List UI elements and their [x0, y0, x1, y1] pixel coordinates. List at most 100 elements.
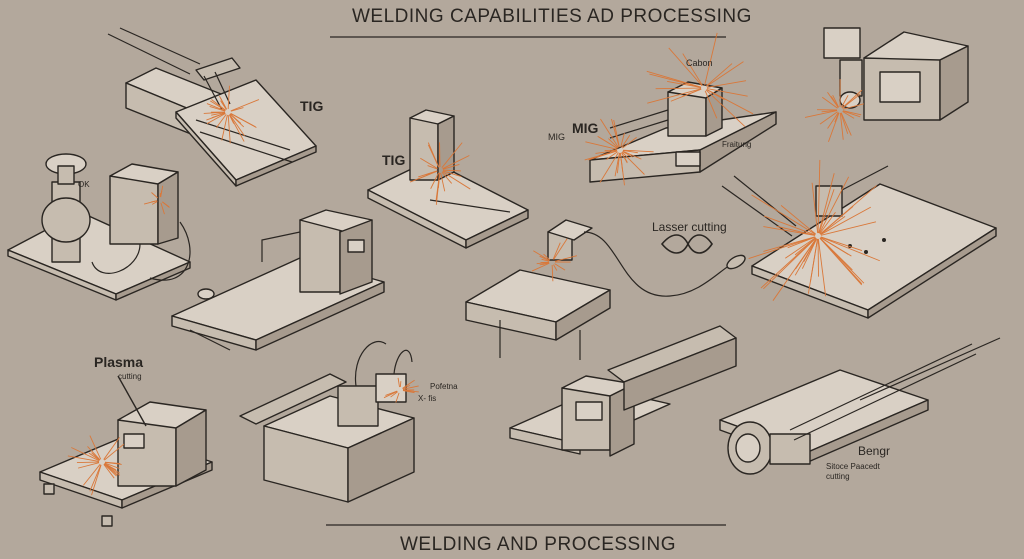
- spark-line: [785, 237, 816, 259]
- spark-line: [442, 170, 462, 177]
- spark-line: [230, 113, 257, 128]
- spark-line: [763, 236, 816, 252]
- spark-line: [442, 155, 470, 170]
- spark-line: [622, 150, 642, 160]
- spark-line: [427, 142, 440, 168]
- label-plasma: Plasma: [94, 354, 144, 370]
- spark-line: [206, 103, 226, 112]
- spark-line: [706, 80, 747, 88]
- spark-line: [763, 237, 817, 290]
- spark-line: [103, 437, 120, 460]
- spark-line: [621, 152, 628, 163]
- spark-line: [151, 201, 158, 205]
- spark-line: [104, 463, 117, 471]
- spark-line: [91, 452, 101, 461]
- spark-line: [842, 110, 861, 118]
- spark-line: [383, 390, 398, 399]
- spark-line: [87, 446, 101, 461]
- tig-small-station: [367, 109, 529, 249]
- spark-line: [820, 236, 880, 262]
- spark-line: [751, 194, 816, 235]
- spark-line: [402, 385, 419, 390]
- spark-line: [621, 134, 631, 148]
- spark-line: [230, 99, 260, 112]
- spark-line: [655, 87, 702, 90]
- spark-line: [585, 141, 618, 150]
- spark-line: [705, 89, 746, 127]
- spark-line: [229, 114, 245, 142]
- spark-line: [622, 149, 654, 153]
- label-tig-mid: TIG: [382, 152, 406, 168]
- spark-line: [827, 112, 839, 129]
- spark-line: [442, 163, 460, 170]
- spark-line: [605, 151, 618, 160]
- spark-line: [763, 226, 816, 236]
- spark-line: [211, 112, 226, 119]
- spark-line: [616, 152, 621, 174]
- spark-line: [151, 192, 159, 199]
- spark-line: [667, 80, 702, 88]
- spark-line: [595, 149, 618, 154]
- spark-line: [162, 201, 170, 208]
- ok-welding-machine: [7, 153, 191, 301]
- spark-line: [622, 136, 637, 149]
- spark-line: [600, 118, 619, 148]
- spark-line: [230, 107, 244, 112]
- spark-line: [531, 262, 550, 272]
- spark-line: [420, 157, 438, 169]
- label-pofetna: Pofetna: [430, 382, 458, 391]
- spark-line: [435, 172, 441, 205]
- spark-line: [77, 462, 100, 469]
- spark-line: [427, 165, 438, 170]
- spark-line: [89, 435, 102, 460]
- label-sitoce-line1: Sitoce Paacedt: [826, 462, 880, 471]
- spark-line: [552, 242, 561, 260]
- spark-line: [776, 225, 816, 236]
- spark-line: [211, 112, 226, 116]
- spark-line: [597, 135, 618, 149]
- spark-line: [103, 464, 115, 479]
- spark-line: [706, 61, 744, 87]
- laser-cutting-table: [721, 165, 997, 319]
- spark-line: [614, 152, 620, 177]
- spark-line: [794, 238, 817, 276]
- spark-line: [599, 152, 619, 183]
- spark-line: [817, 159, 821, 234]
- spark-bursts: [67, 32, 880, 496]
- spark-line: [210, 100, 226, 111]
- spark-line: [842, 93, 861, 109]
- spark-line: [820, 206, 872, 235]
- spark-line: [541, 258, 550, 262]
- spark-line: [622, 151, 633, 158]
- spark-line: [554, 255, 578, 262]
- infinity-icon: [660, 234, 713, 254]
- spark-line: [229, 113, 245, 128]
- spark-line: [842, 103, 864, 110]
- spark-line: [704, 90, 718, 119]
- spark-line: [390, 391, 398, 398]
- pofetna-processing-machine: [239, 341, 415, 503]
- spark-line: [819, 237, 863, 285]
- spark-line: [772, 238, 817, 301]
- label-bengr: Bengr: [858, 444, 891, 458]
- spark-line: [104, 462, 120, 469]
- spark-line: [811, 182, 819, 234]
- spark-line: [830, 96, 839, 108]
- spark-line: [418, 170, 438, 178]
- spark-line: [706, 88, 748, 97]
- spark-line: [647, 88, 702, 104]
- spark-line: [819, 211, 836, 234]
- bengr-tube-cutter: [719, 337, 1001, 475]
- label-carbon: Cabon: [686, 58, 713, 68]
- spark-line: [542, 262, 550, 265]
- spark-line: [622, 150, 638, 154]
- spark-line: [706, 89, 725, 101]
- label-mig-big: MIG: [572, 120, 599, 136]
- spark-line: [646, 70, 702, 88]
- spark-line: [819, 111, 838, 125]
- spark-line: [399, 381, 402, 388]
- spark-line: [441, 142, 463, 168]
- spark-line: [832, 94, 840, 108]
- spark-line: [104, 463, 121, 476]
